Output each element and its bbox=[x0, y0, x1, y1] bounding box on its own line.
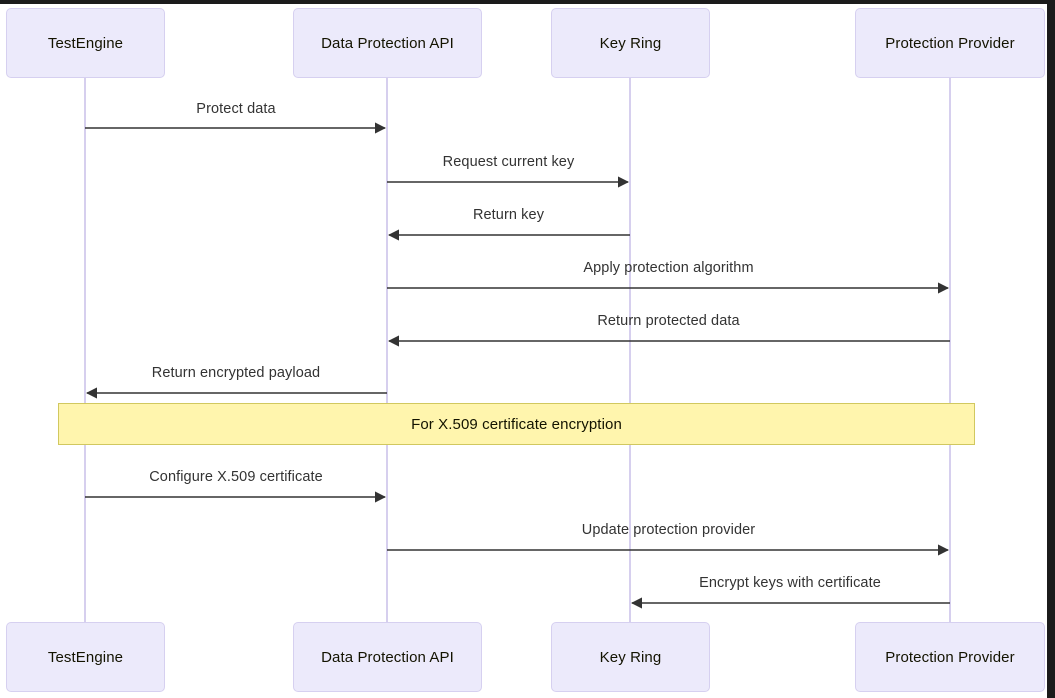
note-for-x509-certificate-encryption: For X.509 certificate encryption bbox=[58, 403, 975, 445]
actor-label: TestEngine bbox=[47, 34, 124, 52]
lifeline-testengine bbox=[84, 78, 86, 622]
top-edge-bar bbox=[0, 0, 1055, 4]
actor-box-protection-provider-top[interactable]: Protection Provider bbox=[855, 8, 1045, 78]
actor-label: Key Ring bbox=[599, 648, 662, 666]
actor-label: TestEngine bbox=[47, 648, 124, 666]
lifeline-key-ring bbox=[629, 78, 631, 622]
actor-box-data-protection-api-top[interactable]: Data Protection API bbox=[293, 8, 482, 78]
actor-label: Protection Provider bbox=[885, 648, 1015, 666]
message-label-configure-x509-certificate: Configure X.509 certificate bbox=[149, 469, 323, 485]
right-edge-bar bbox=[1047, 0, 1055, 698]
lifeline-data-protection-api bbox=[386, 78, 388, 622]
message-label-return-key: Return key bbox=[472, 207, 545, 223]
actor-box-testengine-bottom[interactable]: TestEngine bbox=[6, 622, 165, 692]
actor-label: Key Ring bbox=[599, 34, 662, 52]
message-label-protect-data: Protect data bbox=[196, 101, 276, 117]
note-label: For X.509 certificate encryption bbox=[411, 415, 622, 433]
actor-label: Data Protection API bbox=[321, 648, 454, 666]
message-label-return-encrypted-payload: Return encrypted payload bbox=[151, 365, 321, 381]
actor-box-data-protection-api-bottom[interactable]: Data Protection API bbox=[293, 622, 482, 692]
message-label-update-protection-provider: Update protection provider bbox=[581, 522, 756, 538]
actor-box-protection-provider-bottom[interactable]: Protection Provider bbox=[855, 622, 1045, 692]
actor-label: Data Protection API bbox=[321, 34, 454, 52]
actor-box-testengine-top[interactable]: TestEngine bbox=[6, 8, 165, 78]
message-label-request-current-key: Request current key bbox=[442, 154, 575, 170]
lifeline-protection-provider bbox=[949, 78, 951, 622]
actor-box-key-ring-top[interactable]: Key Ring bbox=[551, 8, 710, 78]
message-label-apply-protection-algorithm: Apply protection algorithm bbox=[583, 260, 754, 276]
actor-box-key-ring-bottom[interactable]: Key Ring bbox=[551, 622, 710, 692]
actor-label: Protection Provider bbox=[885, 34, 1015, 52]
message-label-encrypt-keys-with-certificate: Encrypt keys with certificate bbox=[699, 575, 881, 591]
message-label-return-protected-data: Return protected data bbox=[597, 313, 740, 329]
